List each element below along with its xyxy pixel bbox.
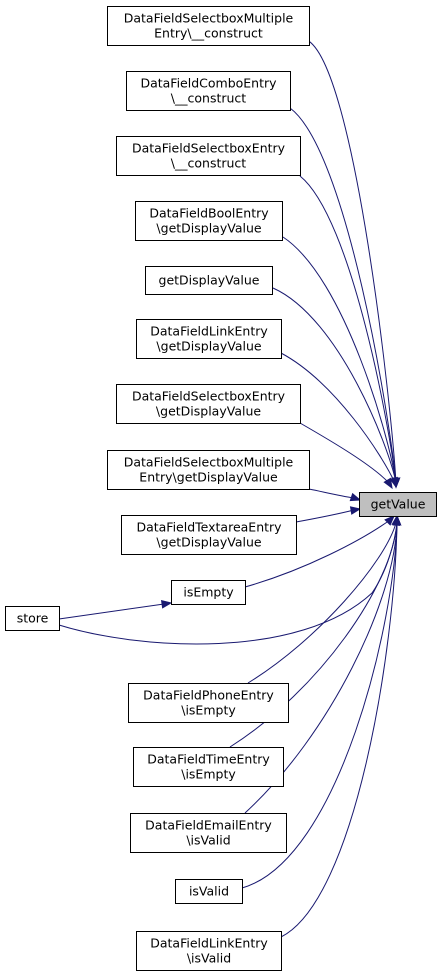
edge-line (308, 488, 355, 499)
edge-link_isvalid-to-getvalue (280, 514, 402, 938)
arrowhead (349, 506, 362, 515)
arrowhead (384, 515, 395, 526)
node-label-line: getDisplayValue (159, 273, 260, 288)
nodes-layer: DataFieldSelectboxMultipleEntry\__constr… (5, 6, 437, 971)
node-label-line: DataFieldComboEntry (140, 76, 277, 91)
node-label-line: getValue (371, 497, 426, 512)
node-label-line: store (17, 611, 49, 626)
edge-line (58, 603, 165, 620)
edge-link_getdisplay-to-getvalue (280, 352, 398, 489)
edge-line (306, 39, 397, 484)
arrowhead (389, 476, 398, 489)
node-label-line: DataFieldSelectboxMultiple (124, 11, 294, 26)
node-email_isvalid[interactable]: DataFieldEmailEntry\isValid (130, 813, 287, 853)
edge-line (247, 522, 397, 684)
node-label-line: DataFieldTimeEntry (147, 752, 270, 767)
node-label-line: DataFieldTextareaEntry (136, 520, 282, 535)
edge-line (241, 522, 398, 889)
node-label-line: DataFieldLinkEntry (150, 324, 268, 339)
arrowhead (383, 477, 393, 490)
node-selectbox_getdisplay[interactable]: DataFieldSelectboxEntry\getDisplayValue (116, 384, 301, 424)
node-label-line: DataFieldBoolEntry (149, 206, 269, 221)
edge-store-to-isempty (58, 600, 173, 620)
node-box (133, 747, 284, 787)
node-box (171, 580, 246, 605)
node-bool_getdisplay[interactable]: DataFieldBoolEntry\getDisplayValue (135, 201, 283, 241)
node-label-line: DataFieldLinkEntry (150, 936, 268, 951)
node-label-line: \getDisplayValue (156, 404, 261, 419)
node-label-line: DataFieldPhoneEntry (143, 688, 274, 703)
node-selmulti_getdisplay[interactable]: DataFieldSelectboxMultipleEntry\getDispl… (107, 450, 310, 490)
node-label-line: DataFieldEmailEntry (145, 818, 272, 833)
node-label-line: Entry\getDisplayValue (139, 470, 278, 485)
node-label-line: \isEmpty (181, 703, 236, 718)
node-combo_construct[interactable]: DataFieldComboEntry\__construct (126, 71, 291, 111)
node-label-line: \isEmpty (181, 767, 236, 782)
node-box (136, 319, 282, 359)
arrowhead (392, 514, 402, 526)
node-box (136, 931, 282, 971)
node-box (145, 266, 273, 295)
edge-bool_getdisplay-to-getvalue (282, 236, 401, 489)
edge-line (295, 509, 355, 523)
node-phone_isempty[interactable]: DataFieldPhoneEntry\isEmpty (128, 683, 289, 723)
node-label-line: \getDisplayValue (156, 535, 261, 550)
node-selmulti_construct[interactable]: DataFieldSelectboxMultipleEntry\__constr… (107, 6, 310, 46)
edge-isempty-to-getvalue (244, 515, 395, 588)
edge-line (282, 236, 397, 484)
node-label-line: DataFieldSelectboxEntry (132, 141, 286, 156)
node-label-line: \getDisplayValue (156, 221, 261, 236)
edge-line (299, 175, 397, 484)
node-label-line: Entry\__construct (154, 26, 263, 41)
node-label-line: DataFieldSelectboxEntry (132, 389, 286, 404)
node-box (130, 813, 287, 853)
node-label-line: DataFieldSelectboxMultiple (124, 455, 294, 470)
node-isempty[interactable]: isEmpty (171, 580, 246, 605)
node-box (126, 71, 291, 111)
node-label-line: \getDisplayValue (156, 339, 261, 354)
edges-layer (58, 39, 402, 938)
node-box (107, 6, 310, 46)
node-box (175, 879, 243, 904)
node-box (128, 683, 289, 723)
arrowhead (349, 492, 362, 502)
edge-line (272, 287, 397, 484)
edge-textarea_getdisplay-to-getvalue (295, 506, 362, 523)
node-label-line: \__construct (171, 91, 247, 106)
edge-combo_construct-to-getvalue (289, 107, 401, 489)
edge-selectbox_getdisplay-to-getvalue (299, 422, 393, 490)
node-textarea_getdisplay[interactable]: DataFieldTextareaEntry\getDisplayValue (121, 515, 297, 555)
node-store[interactable]: store (5, 606, 60, 631)
node-box (5, 606, 60, 631)
focus-node-box (359, 492, 437, 517)
edge-line (299, 422, 390, 484)
node-box (116, 384, 301, 424)
node-selectbox_construct[interactable]: DataFieldSelectboxEntry\__construct (116, 136, 301, 176)
node-isvalid[interactable]: isValid (175, 879, 243, 904)
edge-line (280, 352, 396, 484)
edge-line (244, 519, 391, 588)
node-box (116, 136, 301, 176)
node-label-line: isValid (189, 884, 229, 899)
edge-selectbox_construct-to-getvalue (299, 175, 401, 489)
node-link_isvalid[interactable]: DataFieldLinkEntry\isValid (136, 931, 282, 971)
edge-line (289, 107, 397, 484)
node-box (135, 201, 283, 241)
node-box (107, 450, 310, 490)
node-label-line: \isValid (187, 951, 231, 966)
node-label-line: isEmpty (183, 585, 234, 600)
node-time_isempty[interactable]: DataFieldTimeEntry\isEmpty (133, 747, 284, 787)
edge-line (280, 522, 398, 938)
node-getdisplay[interactable]: getDisplayValue (145, 266, 273, 295)
edge-selmulti_getdisplay-to-getvalue (308, 488, 362, 502)
node-getvalue[interactable]: getValue (359, 492, 437, 517)
node-box (121, 515, 297, 555)
node-label-line: \__construct (171, 156, 247, 171)
arrowhead (160, 600, 173, 609)
node-link_getdisplay[interactable]: DataFieldLinkEntry\getDisplayValue (136, 319, 282, 359)
node-label-line: \isValid (186, 833, 230, 848)
